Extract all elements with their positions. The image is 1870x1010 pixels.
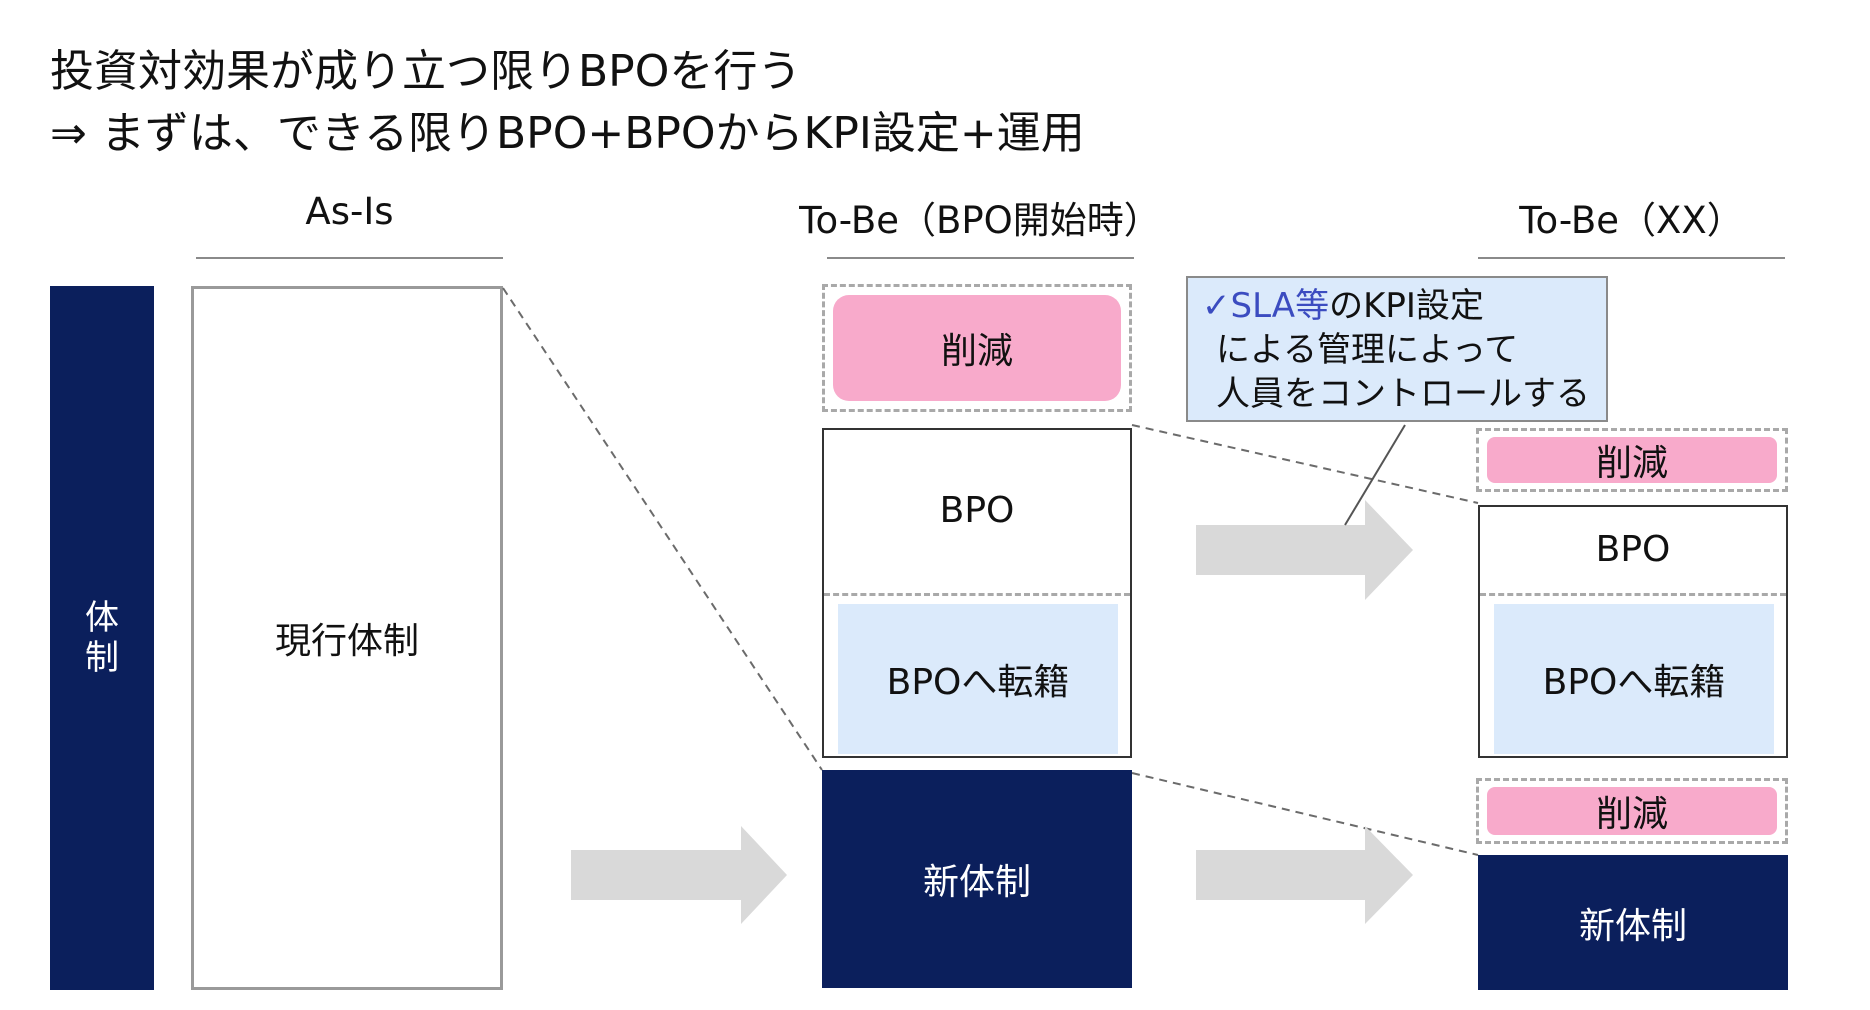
- tobe-xx-reduction-bottom-label: 削減: [1595, 794, 1668, 835]
- kpi-callout-line-1: ✓SLA等のKPI設定: [1202, 284, 1596, 328]
- tobe-start-new-org-box: 新体制: [822, 770, 1132, 988]
- tobe-start-transfer-label: BPOへ転籍: [886, 662, 1070, 703]
- tobe-start-reduction-frame: 削減: [822, 284, 1132, 412]
- tobe-xx-reduction-top-frame: 削減: [1476, 428, 1788, 492]
- column-header-tobe-xx-rule: [1478, 257, 1785, 259]
- tobe-xx-reduction-bottom-frame: 削減: [1476, 778, 1788, 844]
- tobe-start-reduction-box: 削減: [833, 295, 1121, 401]
- tobe-start-bpo-divider: [824, 593, 1130, 596]
- connector-asis-to-neworg: [502, 287, 823, 771]
- tobe-xx-reduction-top-box: 削減: [1487, 437, 1777, 484]
- arrow-tobe-lower: [1196, 826, 1413, 924]
- kpi-callout-line-2: による管理によって: [1216, 330, 1519, 370]
- connector-neworg-to-xx: [1131, 772, 1479, 856]
- tobe-xx-bpo-area: BPO: [1480, 507, 1786, 591]
- kpi-callout-line-3: 人員をコントロールする: [1216, 374, 1590, 414]
- asis-current-org-label: 現行体制: [274, 621, 419, 662]
- tobe-xx-new-org-box: 新体制: [1478, 855, 1788, 990]
- arrow-asis-to-tobe: [571, 826, 787, 924]
- column-header-tobe-start: To-Be（BPO開始時）: [799, 199, 1161, 242]
- tobe-start-bpo-label: BPO: [939, 489, 1015, 531]
- side-label-text: 体制: [85, 598, 119, 678]
- kpi-callout-line-1-rest: のKPI設定: [1329, 286, 1484, 326]
- column-header-asis-rule: [196, 257, 503, 259]
- checkmark-icon: ✓: [1202, 286, 1231, 326]
- tobe-xx-transfer-box: BPOへ転籍: [1494, 604, 1774, 754]
- tobe-start-reduction-label: 削減: [940, 331, 1013, 372]
- kpi-callout: ✓SLA等のKPI設定 による管理によって 人員をコントロールする: [1186, 276, 1608, 422]
- column-header-asis: As-Is: [305, 190, 394, 233]
- tobe-xx-bpo-box: BPO BPOへ転籍: [1478, 505, 1788, 758]
- tobe-xx-reduction-top-label: 削減: [1595, 443, 1668, 484]
- arrow-tobe-upper: [1196, 500, 1413, 600]
- connector-reduction-to-xx: [1131, 424, 1479, 504]
- tobe-start-bpo-area: BPO: [824, 430, 1130, 590]
- kpi-callout-highlight: SLA等: [1230, 286, 1330, 326]
- tobe-start-new-org-label: 新体制: [922, 862, 1031, 903]
- tobe-xx-bpo-divider: [1480, 593, 1786, 596]
- tobe-xx-new-org-label: 新体制: [1578, 905, 1687, 947]
- column-header-tobe-start-rule: [827, 257, 1134, 259]
- tobe-start-bpo-box: BPO BPOへ転籍: [822, 428, 1132, 758]
- callout-pointer-line: [1344, 424, 1406, 526]
- column-header-tobe-xx: To-Be（XX）: [1519, 199, 1744, 242]
- asis-current-org-box: 現行体制: [191, 286, 503, 990]
- tobe-xx-transfer-label: BPOへ転籍: [1542, 662, 1726, 703]
- title-line-2: ⇒ まずは、できる限りBPO+BPOからKPI設定+運用: [50, 108, 1085, 159]
- side-label-bar: 体制: [50, 286, 154, 990]
- tobe-xx-reduction-bottom-box: 削減: [1487, 787, 1777, 835]
- tobe-xx-bpo-label: BPO: [1595, 528, 1671, 570]
- tobe-start-transfer-box: BPOへ転籍: [838, 604, 1118, 754]
- title-line-1: 投資対効果が成り立つ限りBPOを行う: [50, 46, 802, 97]
